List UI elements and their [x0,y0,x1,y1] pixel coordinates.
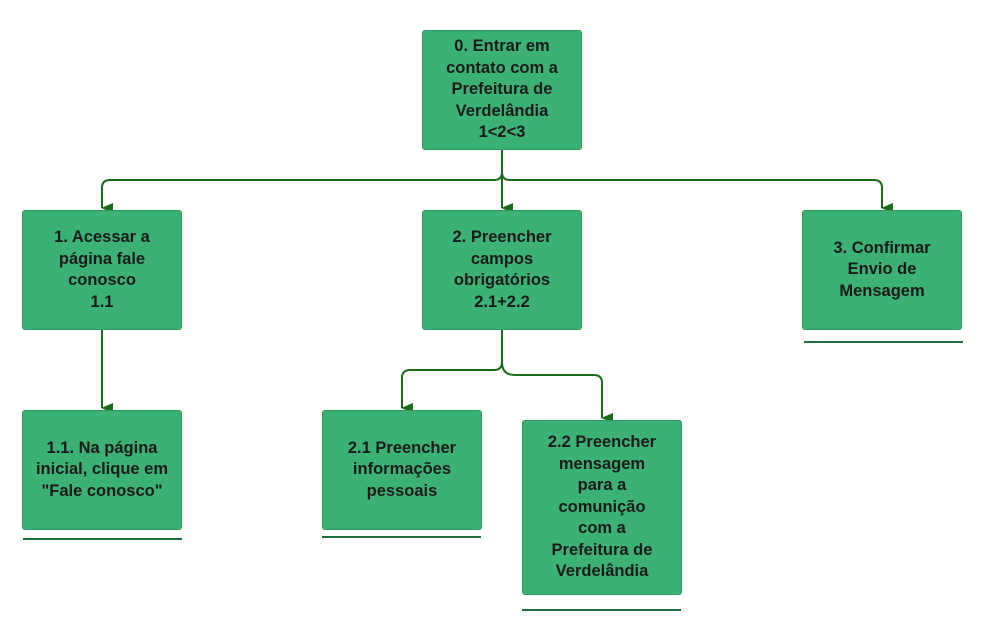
node-2-2-underline [522,609,681,611]
node-1-1-label: 1.1. Na página inicial, clique em "Fale … [35,438,169,500]
node-2-1-underline [322,536,481,538]
connector-root-to-1 [101,150,503,213]
node-2[interactable]: 2. Preencher campos obrigatórios 2.1+2.2 [422,210,582,330]
connector-root-to-3 [501,171,893,213]
connector-2-to-2-2 [501,361,613,423]
connector-2-to-2-1 [401,330,503,413]
node-3[interactable]: 3. Confirmar Envio de Mensagem [802,210,962,330]
node-2-label: 2. Preencher campos obrigatórios 2.1+2.2 [452,228,552,311]
node-3-underline [804,341,963,343]
node-1-label: 1. Acessar a página fale conosco 1.1 [54,228,150,311]
node-1[interactable]: 1. Acessar a página fale conosco 1.1 [22,210,182,330]
node-root-label: 0. Entrar em contato com a Prefeitura de… [446,37,558,142]
node-1-1[interactable]: 1.1. Na página inicial, clique em "Fale … [22,410,182,530]
node-2-2-label: 2.2 Preencher mensagem para a comunição … [547,433,657,581]
node-2-1-label: 2.1 Preencher informações pessoais [347,438,457,500]
node-root[interactable]: 0. Entrar em contato com a Prefeitura de… [422,30,582,150]
node-2-2[interactable]: 2.2 Preencher mensagem para a comunição … [522,420,682,595]
node-1-1-underline [23,538,182,540]
node-3-label: 3. Confirmar Envio de Mensagem [833,238,931,300]
node-2-1[interactable]: 2.1 Preencher informações pessoais [322,410,482,530]
